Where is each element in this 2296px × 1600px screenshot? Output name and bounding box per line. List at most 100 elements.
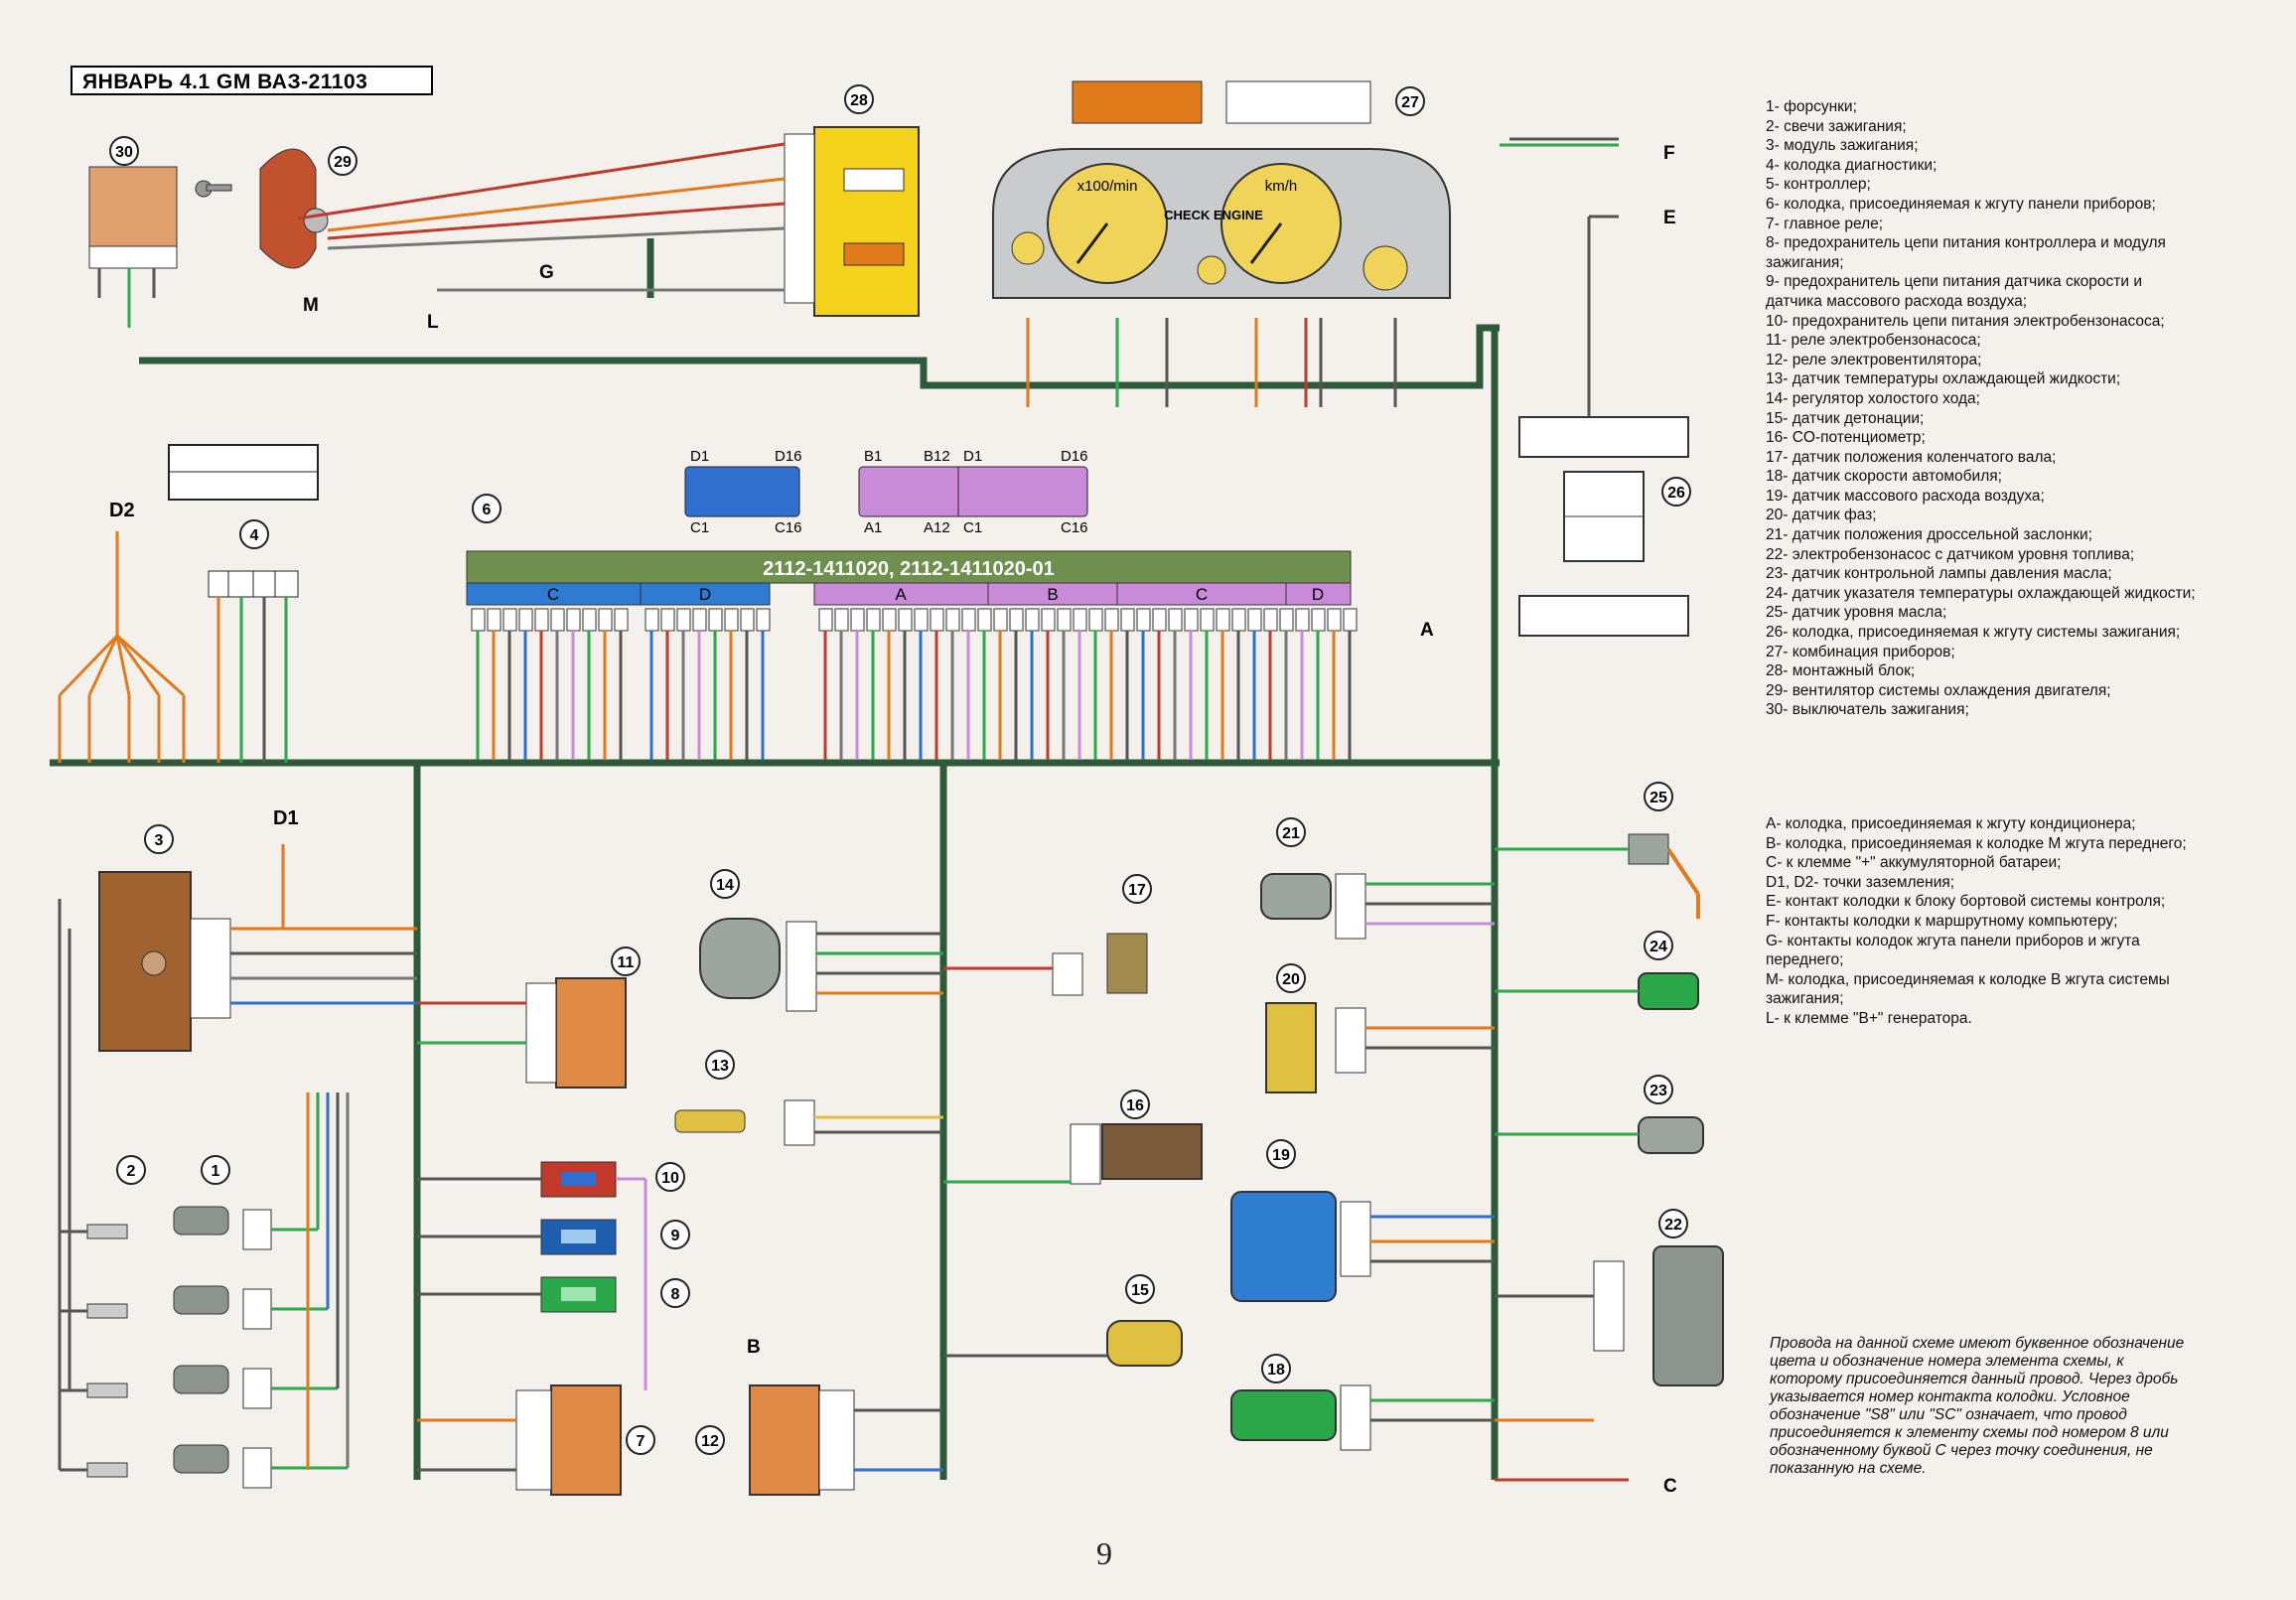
injector — [173, 1365, 272, 1409]
legend-item: 6- колодка, присоединяемая к жгуту панел… — [1766, 195, 2156, 213]
ecu-pin — [1057, 608, 1072, 632]
oil-level-sensor — [1628, 833, 1700, 919]
fuse-8 — [540, 1276, 617, 1313]
ecu-connector-blue: D1 D16 C1 C16 — [684, 448, 802, 536]
component-badge — [626, 1425, 655, 1455]
cooling-fan — [259, 148, 329, 269]
legend-item: 1- форсунки; — [1766, 98, 1857, 115]
tachometer-label: x100/min — [1077, 178, 1138, 195]
legend-item: 3- модуль зажигания; — [1766, 137, 1919, 155]
ecu-pin — [930, 608, 944, 632]
component-number: 14 — [716, 877, 734, 894]
ground-d2-fan — [58, 531, 186, 763]
vehicle-speed-sensor — [1230, 1384, 1371, 1451]
legend-item: 19- датчик массового расхода воздуха; — [1766, 487, 2045, 505]
connector-label: D1 — [690, 448, 709, 465]
legend-item: 10- предохранитель цепи питания электроб… — [1766, 312, 2165, 330]
connector-label: A12 — [924, 519, 950, 536]
ecu-pin — [1263, 608, 1278, 632]
component-badge — [695, 1425, 725, 1455]
component-number: 24 — [1650, 939, 1667, 955]
ecu-pin — [1168, 608, 1183, 632]
electric-fuel-pump — [1593, 1245, 1724, 1386]
instrument-cluster: x100/min km/h CHECK ENGINE — [992, 148, 1451, 299]
ecu-pin — [582, 608, 597, 632]
component-badge — [1261, 1354, 1291, 1383]
injector — [173, 1285, 272, 1330]
spark-plug — [86, 1382, 128, 1398]
legend-item: 8- предохранитель цепи питания контролле… — [1766, 234, 2166, 271]
component-number: 9 — [671, 1228, 680, 1244]
ecu-pin — [534, 608, 549, 632]
injector — [173, 1444, 272, 1489]
mass-air-flow-sensor — [1230, 1191, 1371, 1302]
panel-harness-connector-bottom — [1518, 595, 1689, 637]
node-label-e: E — [1663, 208, 1676, 228]
node-label-b: B — [747, 1337, 761, 1358]
ecu-pin — [550, 608, 565, 632]
ecu-pin — [502, 608, 517, 632]
injector — [173, 1206, 272, 1250]
node-label-m: M — [303, 295, 319, 316]
component-badge — [1644, 782, 1673, 811]
legend-letter-item: G- контакты колодок жгута панели приборо… — [1766, 932, 2140, 969]
component-number: 21 — [1282, 825, 1300, 842]
connector-label: B12 — [924, 448, 950, 465]
ecu-pin — [756, 608, 771, 632]
ecu-pin — [645, 608, 659, 632]
ecu-pin — [518, 608, 533, 632]
component-badge — [472, 494, 502, 523]
ecu-pin — [660, 608, 675, 632]
mounting-block-wires — [297, 142, 786, 292]
legend-letter-item: F- контакты колодки к маршрутному компью… — [1766, 912, 2118, 930]
component-badge — [705, 1050, 735, 1080]
knock-sensor — [1106, 1320, 1183, 1367]
ecu-pin — [692, 608, 707, 632]
legend-item: 17- датчик положения коленчатого вала; — [1766, 448, 2057, 466]
component-badge — [1120, 1090, 1150, 1119]
ecu-pin — [1152, 608, 1167, 632]
legend-item: 12- реле электровентилятора; — [1766, 351, 1982, 368]
ecu-group-label: B — [1047, 585, 1058, 604]
ecu-pin — [1327, 608, 1342, 632]
ecu-group-d-left — [640, 582, 771, 606]
coolant-temp-gauge-sensor — [1638, 972, 1699, 1010]
ecu-pin — [1104, 608, 1119, 632]
component-number: 27 — [1401, 94, 1419, 111]
diagram-title: ЯНВАРЬ 4.1 GM ВАЗ-21103 — [71, 66, 433, 95]
component-number: 12 — [701, 1433, 719, 1450]
node-label-a: A — [1420, 620, 1434, 641]
component-number: 22 — [1664, 1217, 1682, 1234]
ground-label-d2: D2 — [109, 500, 135, 521]
fuse-wires — [417, 1177, 647, 1390]
ecu-group-label: D — [699, 585, 711, 604]
component-badge — [1266, 1139, 1296, 1169]
connector-label: B1 — [864, 448, 882, 465]
connector-label: C16 — [775, 519, 802, 536]
component-badge — [239, 519, 269, 549]
legend-letter-item: А- колодка, присоединяемая к жгуту конди… — [1766, 815, 2136, 832]
legend-item: 24- датчик указателя температуры охлажда… — [1766, 584, 2196, 602]
ignition-harness-connector-26 — [1563, 471, 1645, 562]
legend-item: 26- колодка, присоединяемая к жгуту сист… — [1766, 624, 2181, 642]
legend-item: 27- комбинация приборов; — [1766, 643, 1955, 660]
sensor-wires — [417, 847, 1639, 1482]
ignition-module — [98, 871, 231, 1052]
ecu-pin — [898, 608, 913, 632]
legend-letter-item: D1, D2- точки заземления; — [1766, 873, 1955, 891]
node-label-f: F — [1663, 143, 1675, 164]
ecu-pin — [961, 608, 976, 632]
fuse-10 — [540, 1161, 617, 1198]
component-badge — [1644, 1075, 1673, 1104]
ecu-pin — [993, 608, 1008, 632]
legend-item: 2- свечи зажигания; — [1766, 117, 1907, 135]
component-number: 20 — [1282, 971, 1300, 988]
component-number: 17 — [1128, 882, 1146, 899]
legend-item: 11- реле электробензонасоса; — [1766, 332, 1981, 350]
ecu-pin — [1279, 608, 1294, 632]
component-badge — [1661, 477, 1691, 507]
ecu-pin — [614, 608, 629, 632]
throttle-position-sensor — [1260, 873, 1366, 940]
injectors-and-plugs — [86, 1206, 272, 1489]
